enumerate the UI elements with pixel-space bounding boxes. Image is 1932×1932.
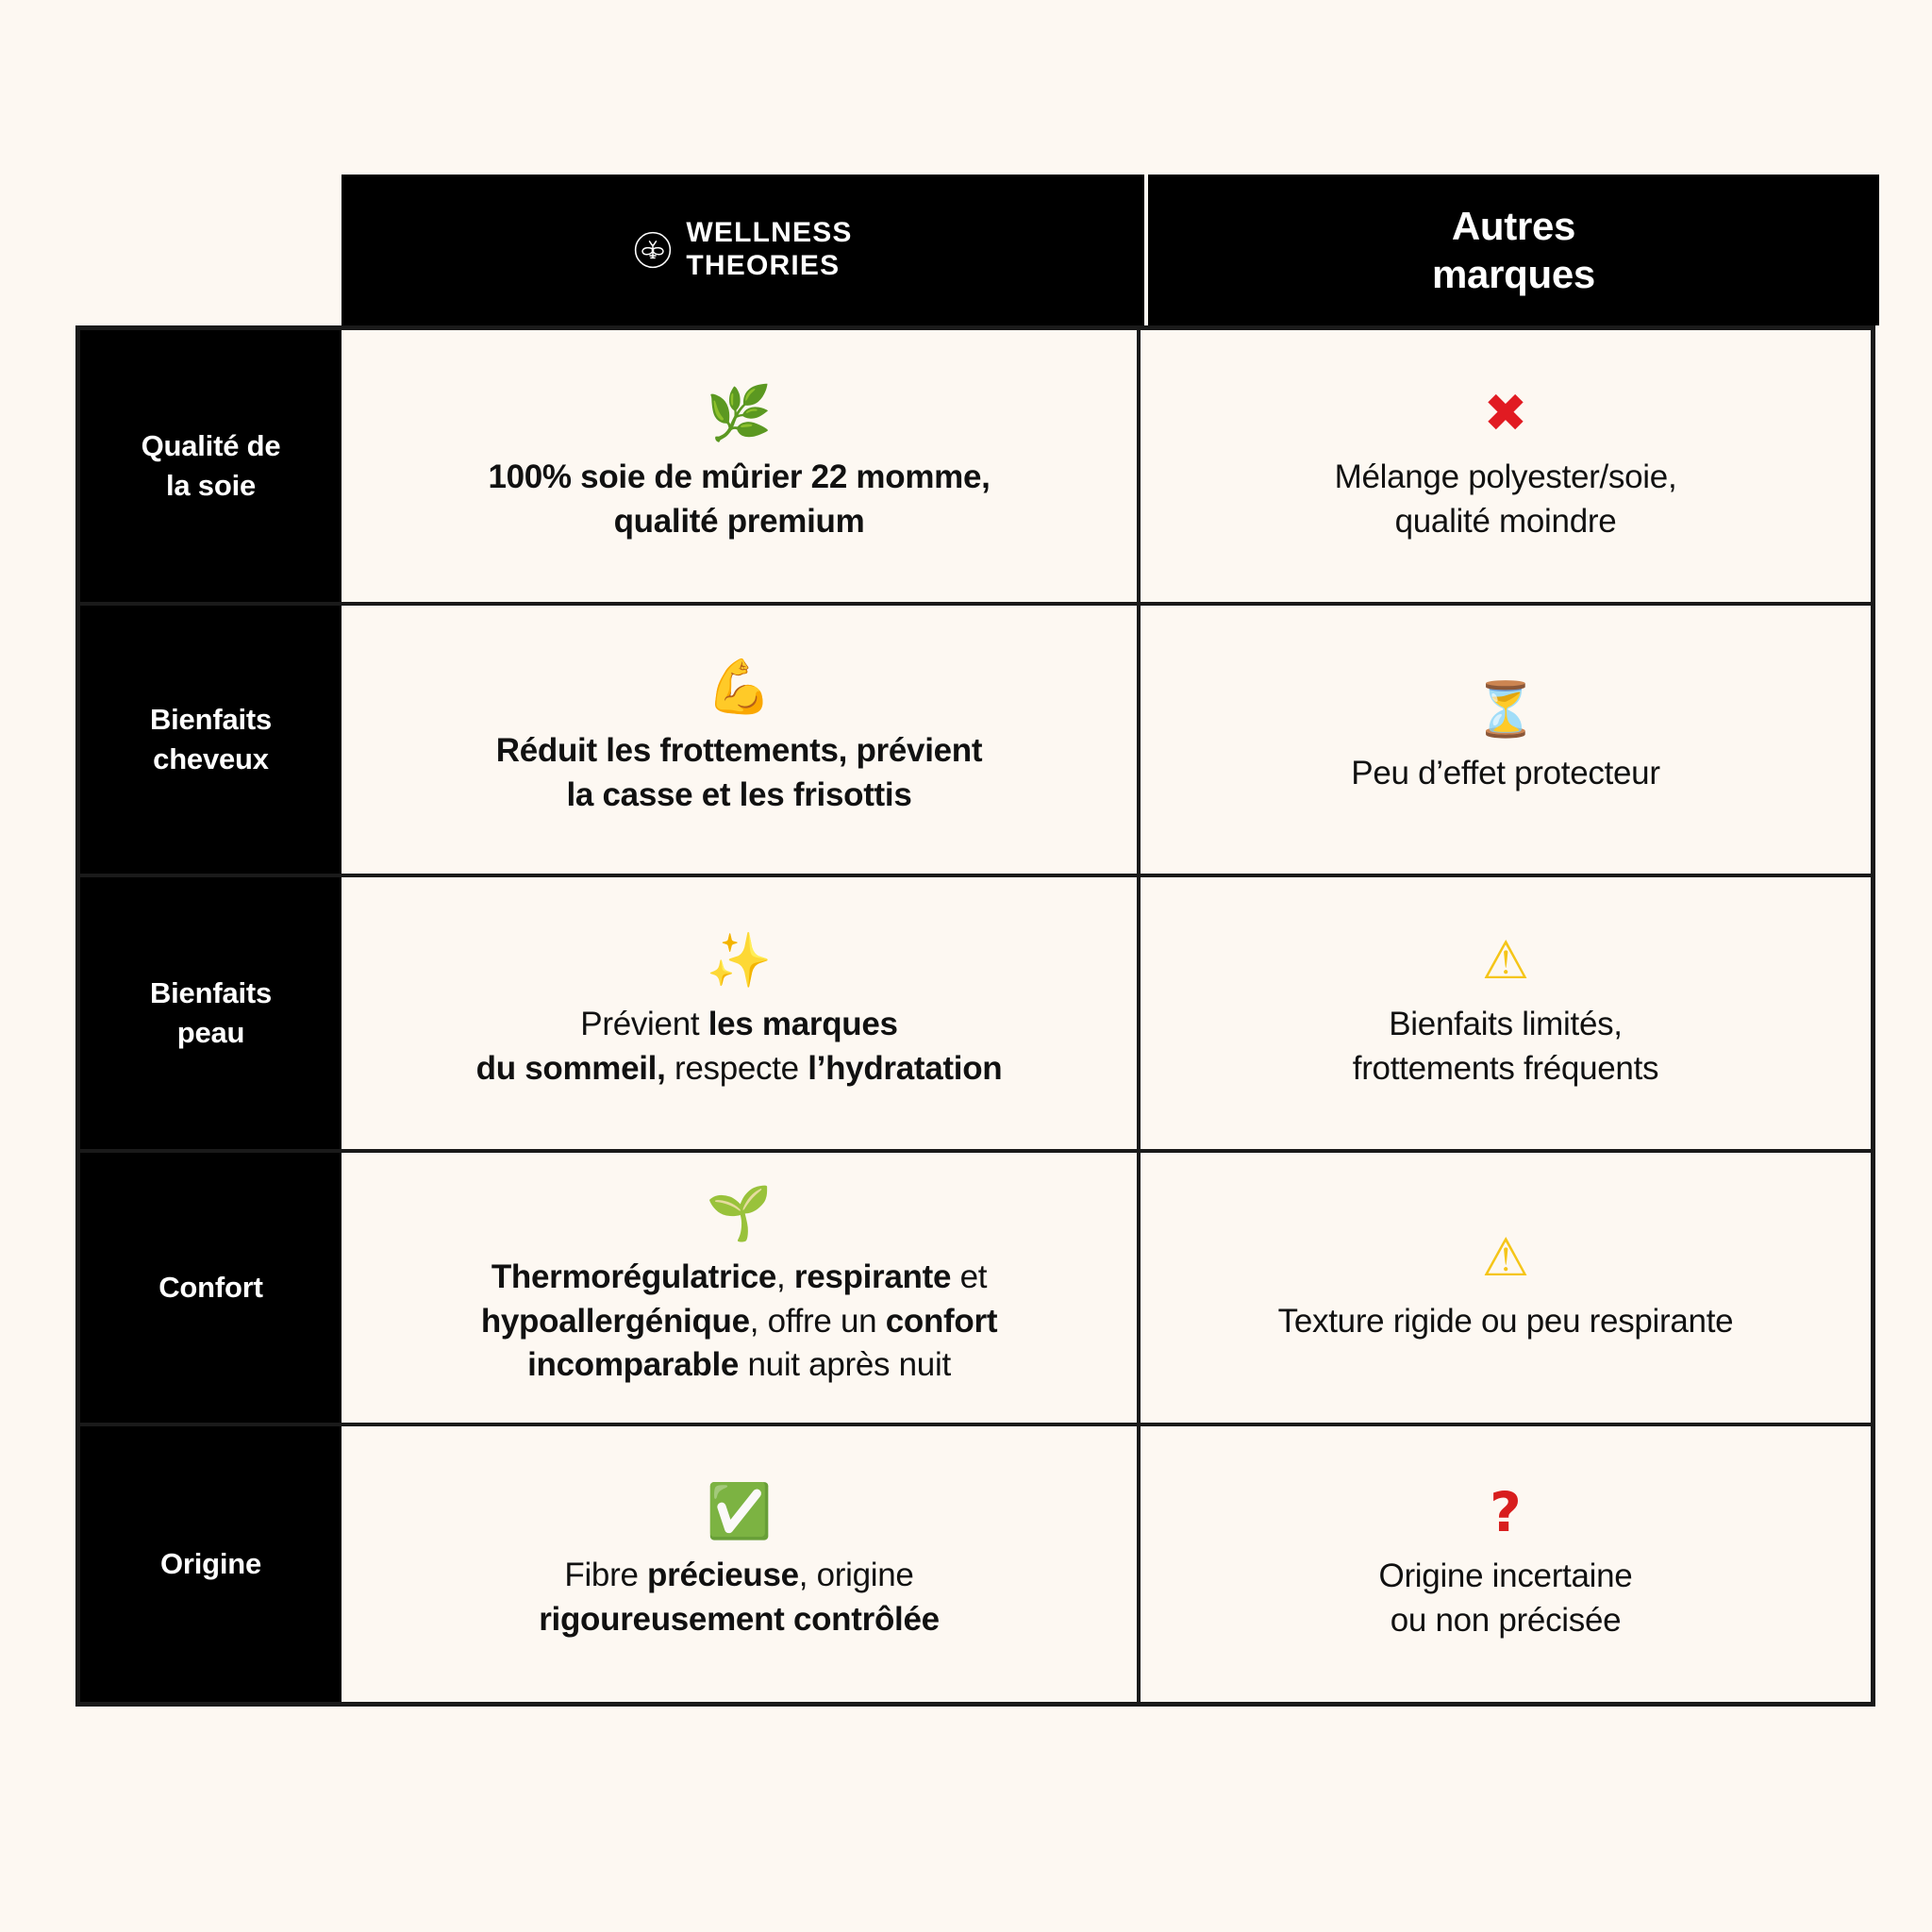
competitor-cell-text: Bienfaits limités,frottements fréquents xyxy=(1352,1006,1659,1087)
warning-triangle-icon: ⚠ xyxy=(1481,930,1530,992)
competitor-cell-qualite-de-la-soie: ✖ Mélange polyester/soie,qualité moindre xyxy=(1141,330,1871,602)
red-question-mark-icon: ? xyxy=(1490,1480,1522,1545)
brand-lockup: WELLNESS THEORIES xyxy=(633,217,852,283)
competitor-cell-bienfaits-peau: ⚠ Bienfaits limités,frottements fréquent… xyxy=(1141,877,1871,1149)
competitor-cell-text: Peu d’effet protecteur xyxy=(1351,754,1660,791)
row-label-bienfaits-peau: Bienfaits peau xyxy=(80,877,341,1149)
seedling-icon: 🌱 xyxy=(706,1182,773,1244)
green-check-mark-icon: ✅ xyxy=(706,1481,773,1543)
competitor-header-label: Autres marques xyxy=(1432,203,1595,296)
brand-cell-qualite-de-la-soie: 🌿 100% soie de mûrier 22 momme,qualité p… xyxy=(341,330,1141,602)
sparkles-icon: ✨ xyxy=(706,930,773,992)
row-label-qualite-de-la-soie: Qualité de la soie xyxy=(80,330,341,602)
header-corner-spacer xyxy=(75,175,341,325)
competitor-cell-text: Texture rigide ou peu respirante xyxy=(1277,1302,1734,1340)
row-label-confort: Confort xyxy=(80,1153,341,1423)
header-cell-competitor: Autres marques xyxy=(1148,175,1879,325)
bee-circle-logo-icon xyxy=(633,230,673,270)
row-label-origine: Origine xyxy=(80,1426,341,1702)
table-row: Confort 🌱 Thermorégulatrice, respirante … xyxy=(80,1153,1871,1426)
brand-name-label: WELLNESS THEORIES xyxy=(686,217,853,281)
table-row: Qualité de la soie 🌿 100% soie de mûrier… xyxy=(80,330,1871,606)
red-cross-mark-icon: ✖ xyxy=(1483,383,1528,445)
comparison-table: WELLNESS THEORIES Autres marques Qualité… xyxy=(75,175,1879,1709)
table-row: Bienfaits cheveux 💪 Réduit les frottemen… xyxy=(80,606,1871,877)
flexed-biceps-icon: 💪 xyxy=(706,657,773,719)
table-body: Qualité de la soie 🌿 100% soie de mûrier… xyxy=(75,325,1875,1707)
competitor-cell-text: Mélange polyester/soie,qualité moindre xyxy=(1334,458,1677,540)
competitor-cell-bienfaits-cheveux: ⏳ Peu d’effet protecteur xyxy=(1141,606,1871,874)
table-header-row: WELLNESS THEORIES Autres marques xyxy=(75,175,1879,325)
row-label-bienfaits-cheveux: Bienfaits cheveux xyxy=(80,606,341,874)
header-cell-brand: WELLNESS THEORIES xyxy=(341,175,1144,325)
herb-leaf-icon: 🌿 xyxy=(706,383,773,445)
hourglass-icon: ⏳ xyxy=(1473,678,1539,741)
brand-cell-text: 100% soie de mûrier 22 momme,qualité pre… xyxy=(488,458,991,540)
warning-triangle-icon: ⚠ xyxy=(1481,1226,1530,1289)
competitor-cell-confort: ⚠ Texture rigide ou peu respirante xyxy=(1141,1153,1871,1423)
